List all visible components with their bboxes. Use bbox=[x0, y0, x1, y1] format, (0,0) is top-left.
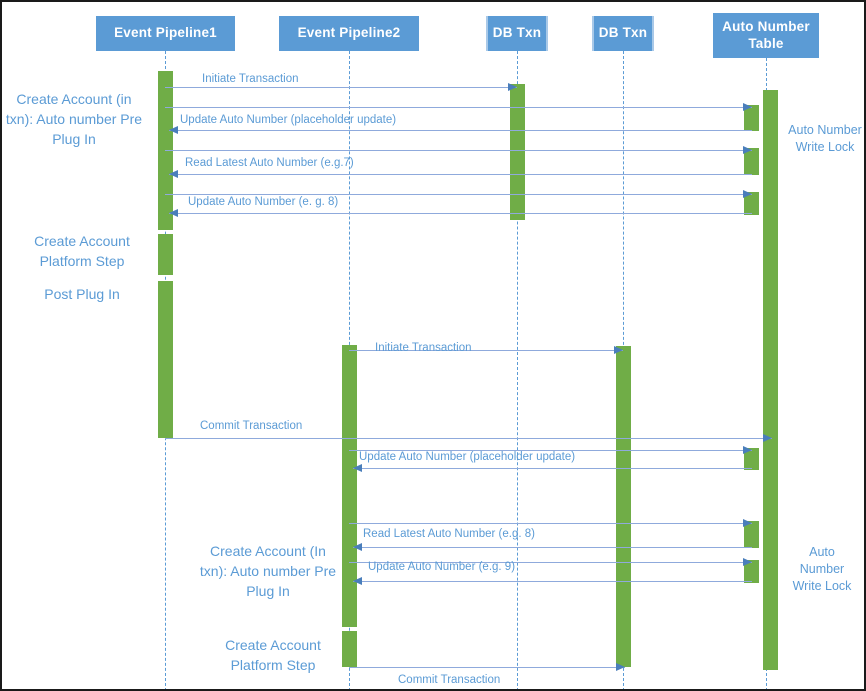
msg-update-request-1-arrowhead bbox=[743, 190, 752, 198]
msg-commit-transaction-2-arrowhead bbox=[616, 663, 625, 671]
note-post-plug-in: Post Plug In bbox=[44, 286, 120, 302]
msg-lock-request-1-arrowhead bbox=[743, 103, 752, 111]
msg-update-auto-number-9-line bbox=[353, 581, 752, 582]
bar-autonum-main-1 bbox=[763, 90, 778, 438]
msg-update-auto-number-8-line bbox=[169, 213, 752, 214]
msg-update-auto-number-9-arrowhead bbox=[353, 577, 362, 585]
bar-autonum-nested-2 bbox=[744, 148, 759, 175]
msg-lock-request-2-line bbox=[349, 450, 752, 451]
msg-commit-transaction-1-line bbox=[165, 438, 772, 439]
msg-update-auto-number-8-arrowhead bbox=[169, 209, 178, 217]
actor-header-ep1[interactable]: Event Pipeline1 bbox=[96, 16, 235, 51]
msg-commit-transaction-1-label: Commit Transaction bbox=[200, 420, 303, 432]
msg-update-auto-number-placeholder-1-arrowhead bbox=[169, 126, 178, 134]
note-create-account-pre-plugin-2: Create Account (In txn): Auto number Pre… bbox=[199, 543, 337, 599]
note-auto-number-write-lock-1: Auto Number Write Lock bbox=[788, 123, 862, 154]
bar-ep1-post-plugin bbox=[158, 281, 173, 438]
msg-update-request-1-line bbox=[165, 194, 752, 195]
bar-ep2-pre-plugin bbox=[342, 345, 357, 627]
msg-update-auto-number-9-label: Update Auto Number (e.g. 9) bbox=[368, 561, 516, 573]
msg-update-auto-number-placeholder-2-arrowhead bbox=[353, 464, 362, 472]
msg-read-latest-auto-number-7-label: Read Latest Auto Number (e.g.7) bbox=[185, 157, 354, 169]
actor-header-dbtxn2[interactable]: DB Txn bbox=[592, 16, 654, 51]
msg-update-auto-number-placeholder-2-label: Update Auto Number (placeholder update) bbox=[359, 451, 576, 463]
msg-commit-transaction-1-arrowhead bbox=[763, 434, 772, 442]
msg-read-latest-auto-number-8-arrowhead bbox=[353, 543, 362, 551]
lifeline-dbtxn1 bbox=[517, 51, 518, 689]
bar-dbtxn1-main bbox=[510, 84, 525, 220]
msg-initiate-transaction-2-label: Initiate Transaction bbox=[375, 342, 472, 354]
actor-header-ep2[interactable]: Event Pipeline2 bbox=[279, 16, 419, 51]
msg-read-request-1-line bbox=[165, 150, 752, 151]
note-create-account-platform-step-1: Create Account Platform Step bbox=[34, 233, 130, 269]
actor-header-dbtxn1[interactable]: DB Txn bbox=[486, 16, 548, 51]
note-create-account-platform-step-2: Create Account Platform Step bbox=[225, 637, 321, 673]
msg-lock-request-2-arrowhead bbox=[743, 446, 752, 454]
msg-update-auto-number-placeholder-1-label: Update Auto Number (placeholder update) bbox=[180, 114, 397, 126]
bar-ep1-platform-step bbox=[158, 234, 173, 275]
msg-read-request-2-arrowhead bbox=[743, 519, 752, 527]
msg-read-latest-auto-number-8-label: Read Latest Auto Number (e.g. 8) bbox=[363, 528, 535, 540]
msg-read-latest-auto-number-8-line bbox=[353, 547, 752, 548]
msg-initiate-transaction-1-label: Initiate Transaction bbox=[202, 73, 299, 85]
note-auto-number-write-lock-2: Auto Number Write Lock bbox=[792, 545, 852, 593]
actor-header-autonum[interactable]: Auto Number Table bbox=[713, 13, 819, 58]
msg-initiate-transaction-2-line bbox=[349, 350, 623, 351]
msg-read-latest-auto-number-7-line bbox=[169, 174, 752, 175]
note-create-account-pre-plugin-1: Create Account (in txn): Auto number Pre… bbox=[5, 91, 143, 147]
msg-commit-transaction-2-line bbox=[349, 667, 625, 668]
msg-commit-transaction-2-label: Commit Transaction bbox=[398, 674, 501, 686]
bar-autonum-nested-1 bbox=[744, 105, 759, 131]
msg-initiate-transaction-1-arrowhead bbox=[508, 83, 517, 91]
msg-update-request-2-line bbox=[349, 562, 752, 563]
msg-read-latest-auto-number-7-arrowhead bbox=[169, 170, 178, 178]
bar-autonum-nested-5 bbox=[744, 521, 759, 548]
msg-initiate-transaction-2-arrowhead bbox=[614, 346, 623, 354]
msg-update-auto-number-placeholder-2-line bbox=[353, 468, 752, 469]
msg-lock-request-1-line bbox=[165, 107, 752, 108]
msg-read-request-2-line bbox=[349, 523, 752, 524]
msg-update-auto-number-placeholder-1-line bbox=[169, 130, 752, 131]
msg-initiate-transaction-1-line bbox=[165, 87, 517, 88]
bar-dbtxn2-main bbox=[616, 346, 631, 667]
msg-update-auto-number-8-label: Update Auto Number (e. g. 8) bbox=[188, 196, 339, 208]
bar-autonum-main-2 bbox=[763, 438, 778, 670]
bar-ep2-platform-step bbox=[342, 631, 357, 667]
msg-read-request-1-arrowhead bbox=[743, 146, 752, 154]
msg-update-request-2-arrowhead bbox=[743, 558, 752, 566]
